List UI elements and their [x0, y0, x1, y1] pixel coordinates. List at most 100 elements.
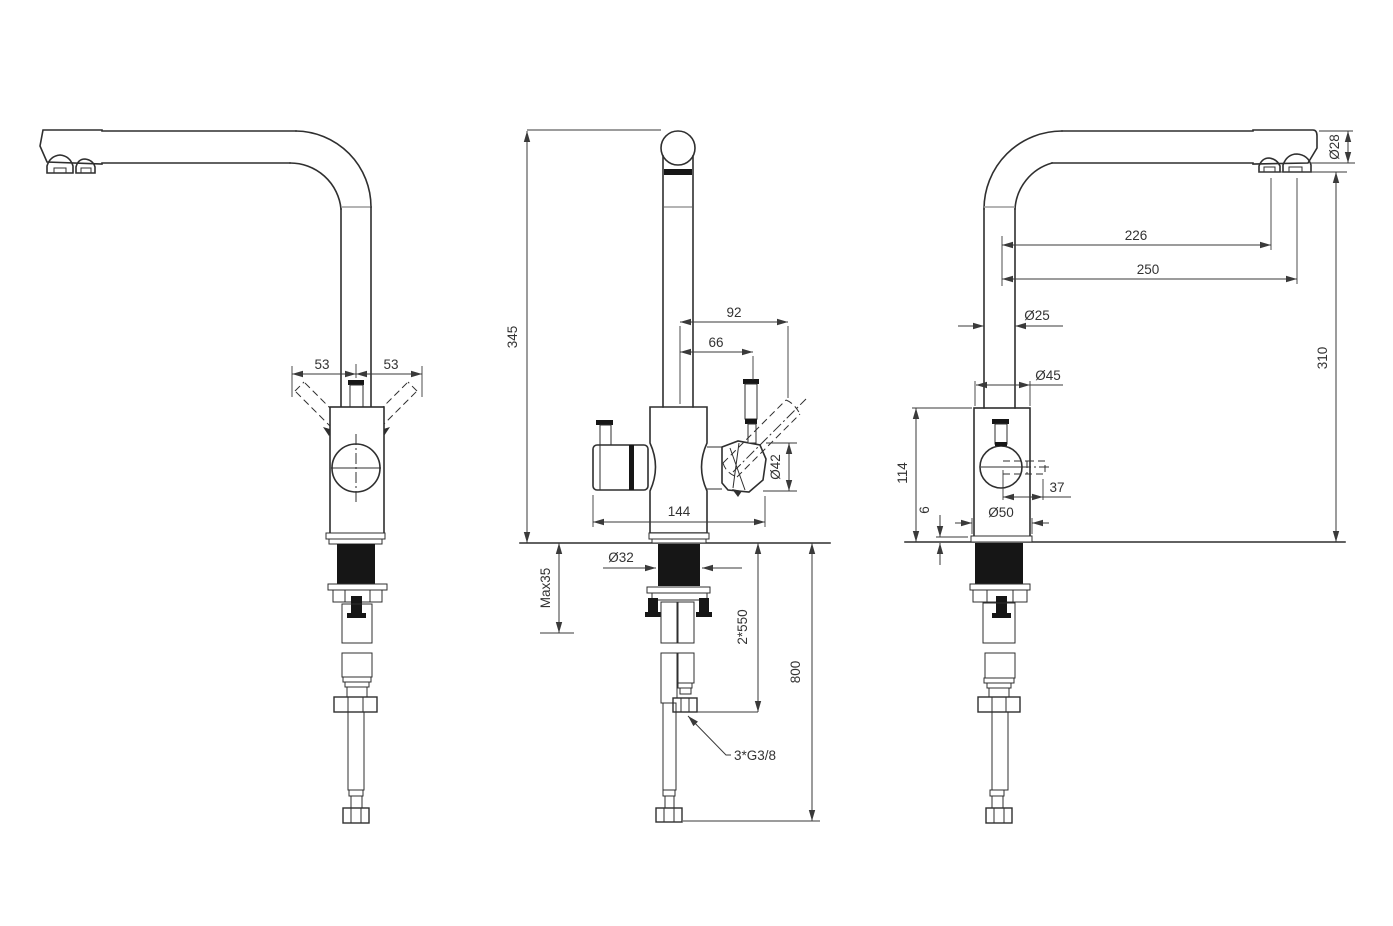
- dim-label-32: Ø32: [608, 550, 634, 565]
- dim-label-max35: Max35: [538, 568, 553, 609]
- aerator-edge: [664, 169, 692, 175]
- mounting-bolt: [699, 598, 709, 613]
- hose-hex-nut: [333, 696, 378, 713]
- dim-92: 92: [679, 305, 789, 404]
- mounting-washer: [969, 583, 1031, 591]
- supply-hose: [346, 686, 368, 698]
- dim-label-114: 114: [895, 462, 910, 484]
- view-front: 345 92 66 Ø42 144: [505, 129, 831, 823]
- threaded-shank: [658, 544, 700, 586]
- hose-fitting: [991, 795, 1004, 809]
- hose-hex-nut: [985, 807, 1013, 824]
- dim-32: Ø32: [603, 550, 742, 572]
- lever-rotated-dashed: [736, 413, 801, 478]
- dim-label-92: 92: [726, 305, 741, 320]
- hose-fitting: [983, 677, 1015, 684]
- hose-fitting: [677, 682, 693, 689]
- dim-42: Ø42: [763, 442, 797, 492]
- deck-side: [904, 535, 1346, 543]
- dim-label-226: 226: [1125, 228, 1148, 243]
- lever: [994, 423, 1008, 445]
- hose-fitting: [986, 682, 1012, 689]
- spout-tube-left: [101, 130, 372, 408]
- dim-2x550: 2*550: [697, 543, 762, 713]
- dim-310: 310: [1259, 171, 1347, 542]
- supply-hose: [662, 702, 677, 791]
- supply-hose: [988, 687, 1010, 698]
- aerator-icon: [46, 154, 74, 174]
- dim-53-53: 53 53: [291, 357, 423, 397]
- aerator-icon: [1258, 157, 1281, 173]
- supply-hose: [677, 652, 695, 684]
- spout-head-left: [39, 129, 103, 174]
- hose-fitting: [664, 795, 675, 809]
- mounting-washer: [327, 583, 388, 591]
- hose-fitting: [342, 676, 372, 683]
- dim-label-2x550: 2*550: [735, 609, 750, 644]
- aerator-icon: [1282, 153, 1312, 173]
- dim-label-800: 800: [788, 661, 803, 684]
- dim-37: 37: [1002, 470, 1071, 501]
- mixer-knob: [721, 440, 767, 493]
- dim-label-144: 144: [668, 504, 691, 519]
- base-flange: [328, 538, 383, 545]
- centerline: [732, 398, 807, 473]
- supply-hose: [982, 602, 1016, 644]
- faucet-body-left: [329, 406, 385, 535]
- undersink-side: [969, 543, 1031, 824]
- dim-label-53-right: 53: [383, 357, 398, 372]
- hose-hex-nut: [977, 696, 1021, 713]
- view-left: 53 53: [39, 129, 423, 824]
- dim-max35: Max35: [538, 543, 574, 634]
- filter-handle-front: [592, 420, 649, 491]
- aerator-icon: [75, 158, 96, 174]
- dim-114: 114: [895, 407, 972, 542]
- dim-6: 6: [917, 506, 968, 565]
- hose-fitting: [662, 789, 676, 797]
- dim-250: 250: [1002, 178, 1298, 284]
- dim-66: 66: [680, 335, 754, 380]
- threaded-shank: [337, 544, 375, 584]
- aerator-outlet: [80, 167, 92, 174]
- undersink-left: [325, 532, 388, 824]
- dim-label-28: Ø28: [1327, 134, 1342, 160]
- base-plate: [970, 535, 1033, 543]
- supply-hose: [991, 711, 1009, 791]
- hose-fitting: [344, 681, 370, 688]
- dim-label-53-left: 53: [314, 357, 329, 372]
- mixer-handle-front: [707, 379, 807, 497]
- hose-hex-nut: [672, 697, 698, 713]
- hose-fitting: [348, 789, 364, 797]
- hose-hex-nut: [342, 807, 370, 824]
- view-side: 37 114 6 Ø50 Ø45: [895, 129, 1355, 824]
- supply-hose: [341, 603, 373, 644]
- deck-front: [519, 532, 831, 544]
- base-flange: [651, 538, 707, 544]
- dim-label-37: 37: [1049, 480, 1064, 495]
- undersink-front: [645, 544, 712, 823]
- supply-hose: [347, 711, 365, 791]
- dim-45: Ø45: [974, 368, 1063, 406]
- mounting-bolt: [648, 598, 658, 613]
- base-flange: [648, 532, 710, 540]
- swing-arrow-icon: [732, 489, 742, 497]
- lever-band: [995, 442, 1007, 446]
- dim-25: Ø25: [958, 308, 1063, 330]
- mounting-bolt: [351, 596, 362, 614]
- dim-144: 144: [592, 495, 766, 527]
- dim-label-6: 6: [917, 506, 932, 514]
- supply-hose: [341, 652, 373, 678]
- dim-label-66: 66: [708, 335, 723, 350]
- mounting-bolt-foot: [992, 613, 1011, 618]
- dim-label-25: Ø25: [1024, 308, 1050, 323]
- spout-column-front: [660, 130, 696, 408]
- spout-bend: [660, 130, 696, 166]
- dim-label-250: 250: [1137, 262, 1160, 277]
- dim-800: 800: [683, 543, 820, 822]
- dim-label-45: Ø45: [1035, 368, 1061, 383]
- dim-label-345: 345: [505, 326, 520, 349]
- dim-label-42: Ø42: [768, 454, 783, 480]
- mounting-bolt-foot: [645, 612, 661, 617]
